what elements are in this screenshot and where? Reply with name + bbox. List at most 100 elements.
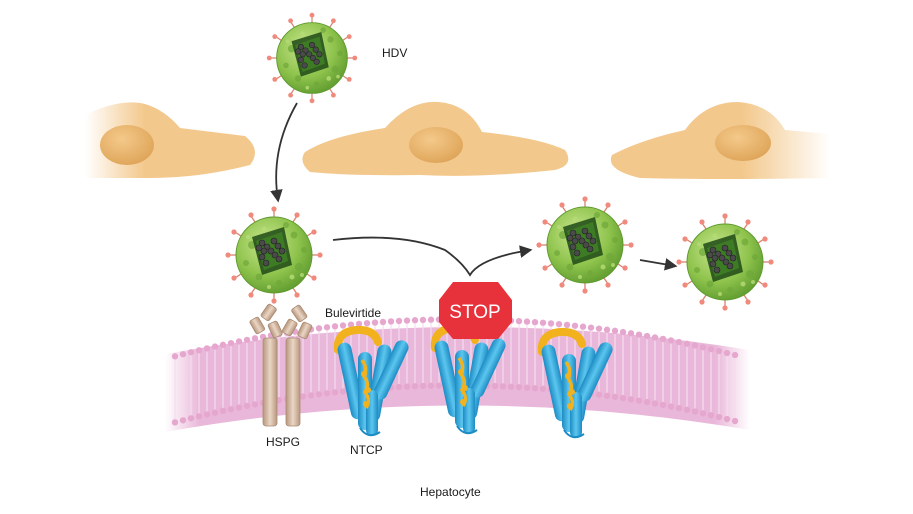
- lipid-head: [675, 404, 683, 412]
- lipid-head: [315, 391, 323, 398]
- lipid-head: [603, 326, 611, 333]
- lipid-head: [179, 417, 187, 424]
- lipid-head: [179, 351, 187, 358]
- lipid-head: [515, 383, 523, 391]
- lipid-head: [195, 347, 203, 354]
- lipid-head: [523, 318, 531, 325]
- lipid-head: [531, 384, 539, 392]
- ntcp-label: NTCP: [350, 443, 383, 457]
- release-arrow-icon: [639, 258, 678, 271]
- lipid-head: [331, 389, 339, 396]
- blocked-path-arrow-icon: [332, 236, 533, 277]
- lipid-head: [227, 405, 235, 413]
- lipid-head: [219, 341, 227, 349]
- lipid-head: [427, 316, 435, 323]
- lipid-head: [659, 335, 667, 343]
- lipid-head: [419, 382, 427, 390]
- lipid-head: [683, 340, 691, 347]
- lipid-head: [731, 417, 739, 425]
- lipid-head: [339, 388, 347, 395]
- bulevirtide-label: Bulevirtide: [325, 306, 382, 320]
- lipid-head: [363, 319, 371, 327]
- cell-nucleus: [715, 125, 771, 161]
- lipid-head: [195, 413, 203, 420]
- lipid-head: [379, 318, 387, 326]
- lipid-head: [171, 353, 179, 360]
- lipid-head: [499, 383, 507, 390]
- lipid-head: [691, 342, 699, 349]
- lipid-head: [491, 382, 499, 390]
- lipid-head: [579, 323, 587, 330]
- lipid-head: [507, 383, 515, 390]
- lipid-head: [371, 319, 379, 326]
- lipid-head: [299, 393, 307, 400]
- lipid-head: [651, 334, 659, 341]
- lipid-head: [675, 338, 683, 346]
- background-cell-middle: [302, 101, 569, 176]
- lipid-head: [235, 404, 243, 411]
- lipid-head: [171, 419, 179, 426]
- lipid-head: [331, 323, 339, 330]
- lipid-head: [683, 406, 691, 413]
- lipid-head: [539, 319, 547, 326]
- stop-sign-icon: STOP: [439, 282, 512, 339]
- lipid-head: [411, 383, 419, 390]
- hepatocyte-label: Hepatocyte: [420, 485, 481, 499]
- lipid-head: [651, 400, 659, 407]
- lipid-head: [187, 349, 195, 356]
- lipid-head: [715, 413, 723, 421]
- hdv-virion-icon: [535, 195, 635, 295]
- lipid-head: [211, 343, 219, 350]
- lipid-head: [619, 394, 627, 402]
- lipid-head: [619, 328, 627, 336]
- lipid-head: [539, 385, 547, 392]
- lipid-head: [635, 397, 643, 404]
- hdv-virion-icon: [266, 12, 358, 104]
- lipid-head: [699, 344, 707, 351]
- lipid-head: [339, 322, 347, 329]
- background-cell-right: [610, 102, 830, 179]
- lipid-head: [611, 393, 619, 401]
- lipid-head: [595, 391, 603, 398]
- lipid-head: [251, 401, 259, 408]
- lipid-head: [211, 409, 219, 416]
- lipid-head: [411, 317, 419, 324]
- lipid-head: [555, 320, 563, 328]
- lipid-head: [203, 345, 211, 352]
- lipid-head: [515, 317, 523, 325]
- lipid-head: [643, 398, 651, 406]
- lipid-head: [187, 415, 195, 422]
- lipid-head: [707, 345, 715, 353]
- lipid-head: [403, 317, 411, 324]
- lipid-head: [563, 321, 571, 329]
- lipid-head: [355, 320, 363, 328]
- lipid-head: [419, 316, 427, 324]
- lipid-head: [707, 411, 715, 419]
- lipid-head: [667, 337, 675, 344]
- lipid-head: [243, 336, 251, 344]
- lipid-head: [587, 324, 595, 331]
- lipid-head: [691, 408, 699, 415]
- lipid-head: [627, 396, 635, 403]
- lipid-head: [611, 327, 619, 335]
- lipid-head: [427, 382, 435, 389]
- lipid-head: [251, 335, 259, 342]
- lipid-head: [531, 318, 539, 326]
- lipid-head: [635, 331, 643, 338]
- lipid-head: [235, 338, 243, 345]
- lipid-head: [219, 407, 227, 415]
- lipid-head: [227, 339, 235, 347]
- lipid-head: [243, 402, 251, 410]
- cell-nucleus: [409, 127, 463, 163]
- lipid-head: [523, 384, 531, 391]
- lipid-head: [723, 415, 731, 423]
- background-cell-left: [85, 102, 255, 178]
- cell-nucleus: [100, 125, 154, 165]
- lipid-head: [595, 325, 603, 332]
- lipid-head: [571, 322, 579, 329]
- lipid-head: [435, 382, 443, 389]
- lipid-head: [643, 332, 651, 340]
- stop-sign-label: STOP: [449, 302, 500, 323]
- hdv-virion-icon: [675, 212, 775, 312]
- lipid-head: [315, 325, 323, 332]
